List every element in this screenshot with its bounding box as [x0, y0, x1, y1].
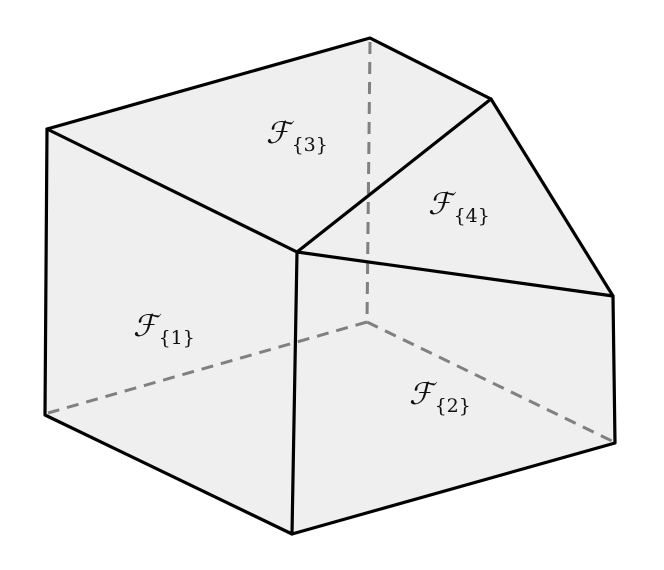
face-symbol: ℱ [133, 309, 157, 344]
face-subscript: {3} [291, 134, 328, 156]
hidden-edge-vertical [365, 41, 372, 323]
face-symbol: ℱ [266, 116, 290, 151]
face-symbol: ℱ [409, 377, 433, 412]
hidden-edge-right [366, 320, 613, 443]
face-symbol: ℱ [428, 187, 452, 222]
edge-fronttop-topright [295, 97, 493, 254]
face-subscript: {4} [453, 205, 490, 227]
face-label-f3: ℱ{3} [266, 116, 328, 155]
hidden-edges [47, 41, 613, 443]
edge-fronttop-right [295, 250, 615, 298]
polyhedron-fill [45, 38, 615, 534]
face-subscript: {1} [158, 327, 195, 349]
face-subscript: {2} [434, 395, 471, 417]
hidden-edge-left [47, 320, 368, 415]
edge-front-vertical [290, 250, 299, 536]
face-label-f1: ℱ{1} [133, 309, 195, 348]
edge-topleft-fronttop [45, 127, 299, 254]
outline-edge [43, 36, 617, 536]
face-label-f4: ℱ{4} [428, 187, 490, 226]
face-label-f2: ℱ{2} [409, 377, 471, 416]
visible-edges [43, 36, 617, 536]
